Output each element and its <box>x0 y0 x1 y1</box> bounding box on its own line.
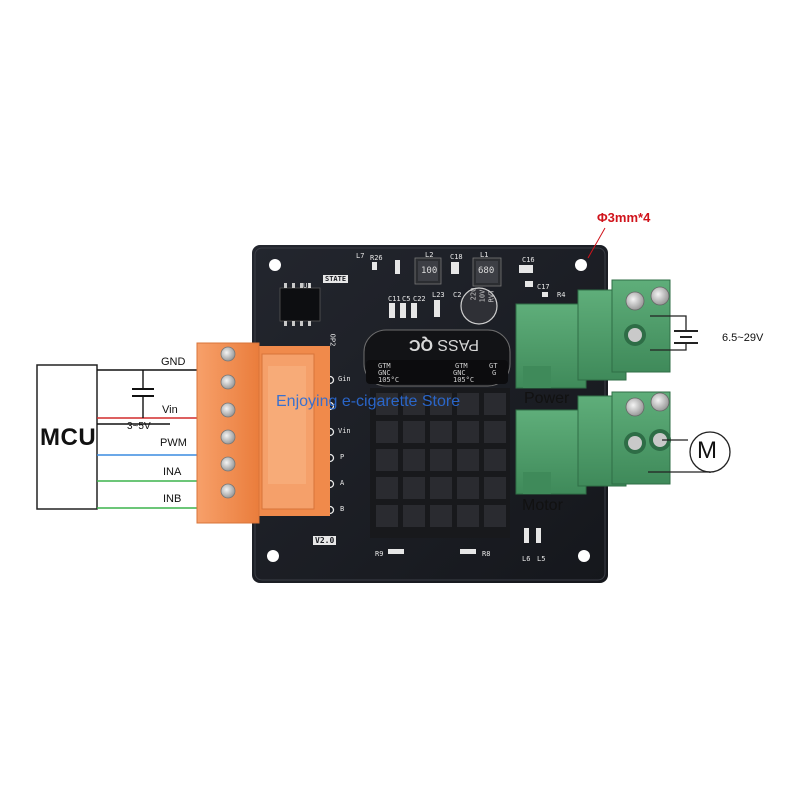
wire-label-vin: Vin <box>162 404 178 416</box>
battery-icon <box>650 315 698 351</box>
silk-l7: L7 <box>356 252 365 260</box>
silk-c18: C18 <box>450 253 463 261</box>
mcu-label: MCU <box>40 424 97 451</box>
wires <box>97 369 212 509</box>
silk-op2: OP2 <box>328 333 337 347</box>
power-voltage-label: 6.5~29V <box>722 332 764 344</box>
pin-label-b: B <box>340 505 345 513</box>
silk-100: 100 <box>421 266 438 276</box>
silk-v2: V2.0 <box>313 536 337 545</box>
silk-680: 680 <box>478 266 495 276</box>
cap-mark-gnc-1: GNC <box>378 369 391 377</box>
wire-label-gnd: GND <box>161 356 186 368</box>
power-label: Power <box>524 390 570 407</box>
mounting-hole-dimension: Φ3mm*4 <box>597 210 651 225</box>
wire-label-ina: INA <box>163 466 182 478</box>
silk-state: STATE <box>323 275 349 283</box>
cap-mark-gnc-2: GNC <box>453 369 466 377</box>
silk-l1: L1 <box>480 251 489 259</box>
silk-r8: R8 <box>482 550 491 558</box>
silk-c11: C11 <box>388 295 401 303</box>
heatsink-icon <box>370 388 510 538</box>
silk-l5: L5 <box>537 555 546 563</box>
store-watermark: Enjoying e-cigarette Store <box>276 393 461 410</box>
silk-u1: U1 <box>303 282 312 290</box>
motor-icon <box>648 431 731 473</box>
orange-terminal-block <box>196 342 330 524</box>
cap-mark-gtm-2: GTM <box>455 362 468 370</box>
cap-mark-gt: GT <box>489 362 498 370</box>
silk-r9: R9 <box>375 550 384 558</box>
motor-label: Motor <box>522 497 563 514</box>
wire-label-pwm: PWM <box>160 437 187 449</box>
silk-c16: C16 <box>522 256 535 264</box>
silk-l23: L23 <box>432 291 445 299</box>
cap-mark-temp-1: 105°C <box>378 376 400 384</box>
cap-top-rvt: RVT <box>487 289 496 303</box>
pin-label-p: P <box>340 453 345 461</box>
silk-r26: R26 <box>370 254 383 262</box>
silk-r4: R4 <box>557 291 566 299</box>
cap-mark-gtm-1: GTM <box>378 362 391 370</box>
pin-label-a: A <box>340 479 345 487</box>
pin-label-vin: Vin <box>338 427 351 435</box>
silk-c2: C2 <box>453 291 462 299</box>
power-terminal-block <box>515 279 671 389</box>
cap-mark-g: G <box>492 369 497 377</box>
cap-pass-label: PASS QC <box>409 336 479 353</box>
silk-c5: C5 <box>402 295 411 303</box>
cap-top-10v: 10V <box>478 289 487 303</box>
screw-icon <box>220 346 236 499</box>
pin-label-gin: Gin <box>338 375 351 383</box>
silk-l2: L2 <box>425 251 434 259</box>
motor-terminal-block <box>515 391 671 495</box>
silk-c22: C22 <box>413 295 426 303</box>
silk-l6: L6 <box>522 555 531 563</box>
mcu-box <box>36 364 98 510</box>
wire-label-3-5v: 3~5V <box>127 421 151 432</box>
cap-mark-temp-2: 105°C <box>453 376 475 384</box>
cap-top-220: 220 <box>469 287 478 301</box>
wire-label-inb: INB <box>163 493 182 505</box>
silk-c17: C17 <box>537 283 550 291</box>
motor-symbol-letter: M <box>697 437 717 464</box>
